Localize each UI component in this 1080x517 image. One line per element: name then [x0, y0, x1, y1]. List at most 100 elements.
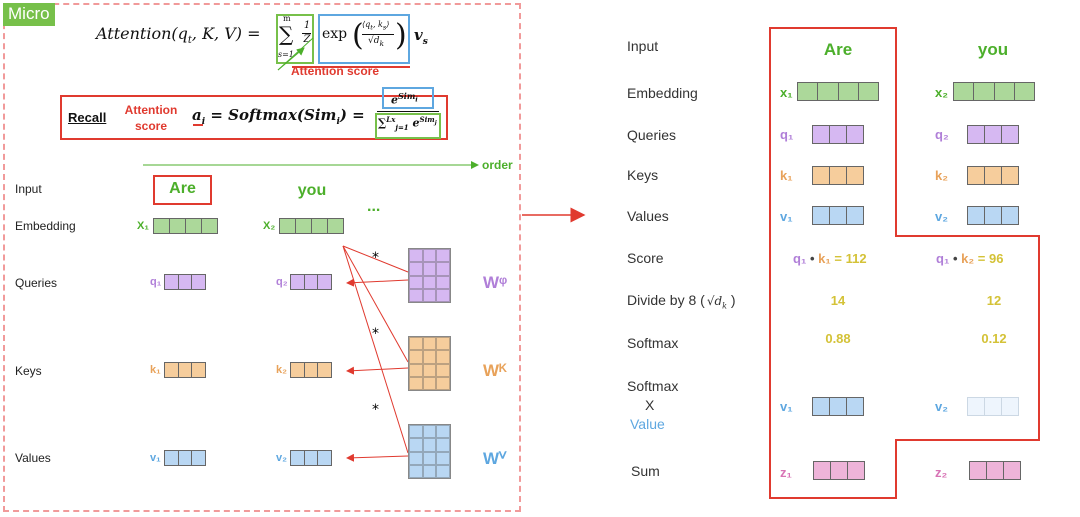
- divided-2: 12: [986, 293, 1002, 308]
- inner-den: √d: [368, 36, 380, 46]
- right-row-softmax-x-1: Softmax: [627, 378, 679, 394]
- recall-label: Recall: [68, 110, 107, 125]
- left-x2-label: X₂: [263, 220, 276, 232]
- wv-matrix: [408, 424, 451, 479]
- left-ellipsis: ...: [367, 198, 381, 215]
- fan-line-q: [342, 245, 409, 273]
- right-row-divide: Divide by 8 (√dk ): [627, 292, 736, 310]
- formula-v-sub: s: [422, 37, 428, 47]
- recall-num-e: e: [391, 93, 398, 107]
- order-label: order: [482, 158, 513, 172]
- left-x1-label: X₁: [137, 220, 149, 232]
- left-x1-vector: [153, 218, 218, 234]
- divide-label: Divide by 8 (: [627, 292, 705, 308]
- arrow-to-v2: [346, 453, 409, 462]
- recall-den-sup: Sim: [419, 115, 435, 124]
- recall-expr-rest: = Softmax(Sim: [210, 106, 337, 124]
- score-2: q₁ • k₂ = 96: [936, 251, 1003, 266]
- score-2-dot: •: [952, 251, 958, 266]
- right-row-softmax: Softmax: [627, 335, 679, 351]
- right-row-keys: Keys: [627, 167, 659, 183]
- left-v2-label: v₂: [276, 452, 288, 464]
- recall-expr-end: ) =: [339, 106, 365, 124]
- right-row-queries: Queries: [627, 127, 677, 143]
- exp-label: exp: [322, 26, 348, 42]
- recall-num-sup-sub: i: [415, 95, 418, 104]
- right-v2-vector: [967, 206, 1019, 225]
- formula-v: v: [414, 26, 423, 44]
- left-row-queries: Queries: [15, 276, 58, 290]
- z1-vector: [813, 461, 865, 480]
- frac-den: Z: [303, 34, 311, 45]
- formula-lhs-rest: , K, V) =: [191, 24, 261, 43]
- right-k1-label: k₁: [780, 168, 793, 183]
- right-v1-vector: [812, 206, 864, 225]
- frac-num: 1: [303, 20, 311, 31]
- right-x2-label: x₂: [935, 85, 949, 100]
- right-q2-vector: [967, 125, 1019, 144]
- star-1: *: [372, 250, 379, 266]
- recall-expr-sub2: i: [336, 117, 340, 127]
- recall-num-box: [382, 87, 434, 109]
- recall-den-sigma-bottom: j=1: [395, 122, 409, 132]
- divide-sqrt-sub: k: [722, 301, 727, 311]
- divided-1: 14: [830, 293, 846, 308]
- star-2: *: [372, 326, 379, 342]
- attention-formula: Attention(qt, K, V) = m ∑ s=1 1 Z exp ( …: [96, 14, 436, 68]
- wv-label: Wⱽ: [483, 449, 507, 468]
- right-k1-vector: [812, 166, 864, 185]
- right-row-input: Input: [627, 38, 659, 54]
- right-row-embedding: Embedding: [627, 85, 698, 101]
- left-v1-vector: [164, 450, 206, 466]
- recall-a: a: [192, 106, 202, 124]
- exp-highlight-box: [318, 14, 410, 64]
- softmax-1: 0.88: [825, 331, 851, 346]
- left-row-embedding: Embedding: [15, 219, 76, 233]
- right-x1-vector: [797, 82, 879, 101]
- right-q1-vector: [812, 125, 864, 144]
- right-word-you: you: [977, 40, 1009, 59]
- weighted-v1-vector: [812, 397, 864, 416]
- arrow-to-q2: [346, 278, 409, 287]
- right-row-softmax-x-3: Value: [630, 416, 665, 432]
- recall-box: [60, 95, 448, 140]
- wk-matrix: [408, 336, 451, 391]
- recall-attention-score: Attention score: [124, 103, 178, 133]
- right-row-softmax-x-2: X: [645, 397, 655, 413]
- right-row-values: Values: [627, 208, 669, 224]
- left-row-input: Input: [15, 182, 42, 196]
- formula-lhs-sub: t: [187, 35, 192, 47]
- inner-num-sub2: s: [382, 23, 387, 32]
- right-highlight-outline: [769, 27, 1040, 499]
- divide-close: ): [730, 292, 736, 308]
- right-x1-label: x₁: [780, 85, 793, 100]
- right-k2-vector: [967, 166, 1019, 185]
- right-row-sum: Sum: [631, 463, 660, 479]
- softmax-2: 0.12: [981, 331, 1007, 346]
- right-v2-label: v₂: [935, 209, 949, 224]
- z2-vector: [969, 461, 1021, 480]
- green-arrow-2: [277, 37, 314, 71]
- left-row-keys: Keys: [15, 364, 42, 378]
- left-k2-label: k₂: [276, 364, 288, 376]
- right-q2-label: q₂: [935, 127, 949, 142]
- weighted-v2-vector: [967, 397, 1019, 416]
- recall-den-e: e: [412, 116, 420, 130]
- right-x2-vector: [953, 82, 1035, 101]
- left-v1-label: v₁: [150, 452, 161, 464]
- left-word-are: Are: [169, 180, 196, 197]
- z1-label: z₁: [780, 465, 792, 480]
- inner-den-sub: k: [379, 38, 385, 48]
- formula-lhs: Attention(q: [96, 24, 188, 43]
- right-q1-label: q₁: [780, 127, 794, 142]
- micro-tag: Micro: [3, 3, 55, 26]
- score-2-k: k₂: [961, 251, 975, 266]
- inner-num: ⟨q: [362, 20, 371, 29]
- right-v1-label: v₁: [780, 209, 793, 224]
- arrow-to-k2: [346, 366, 409, 375]
- sum-highlight-box: [276, 14, 314, 64]
- left-v2-vector: [290, 450, 332, 466]
- recall-underline: [193, 124, 203, 126]
- recall-den-sup-sub: j: [434, 120, 437, 127]
- recall-a-sub: i: [201, 117, 206, 127]
